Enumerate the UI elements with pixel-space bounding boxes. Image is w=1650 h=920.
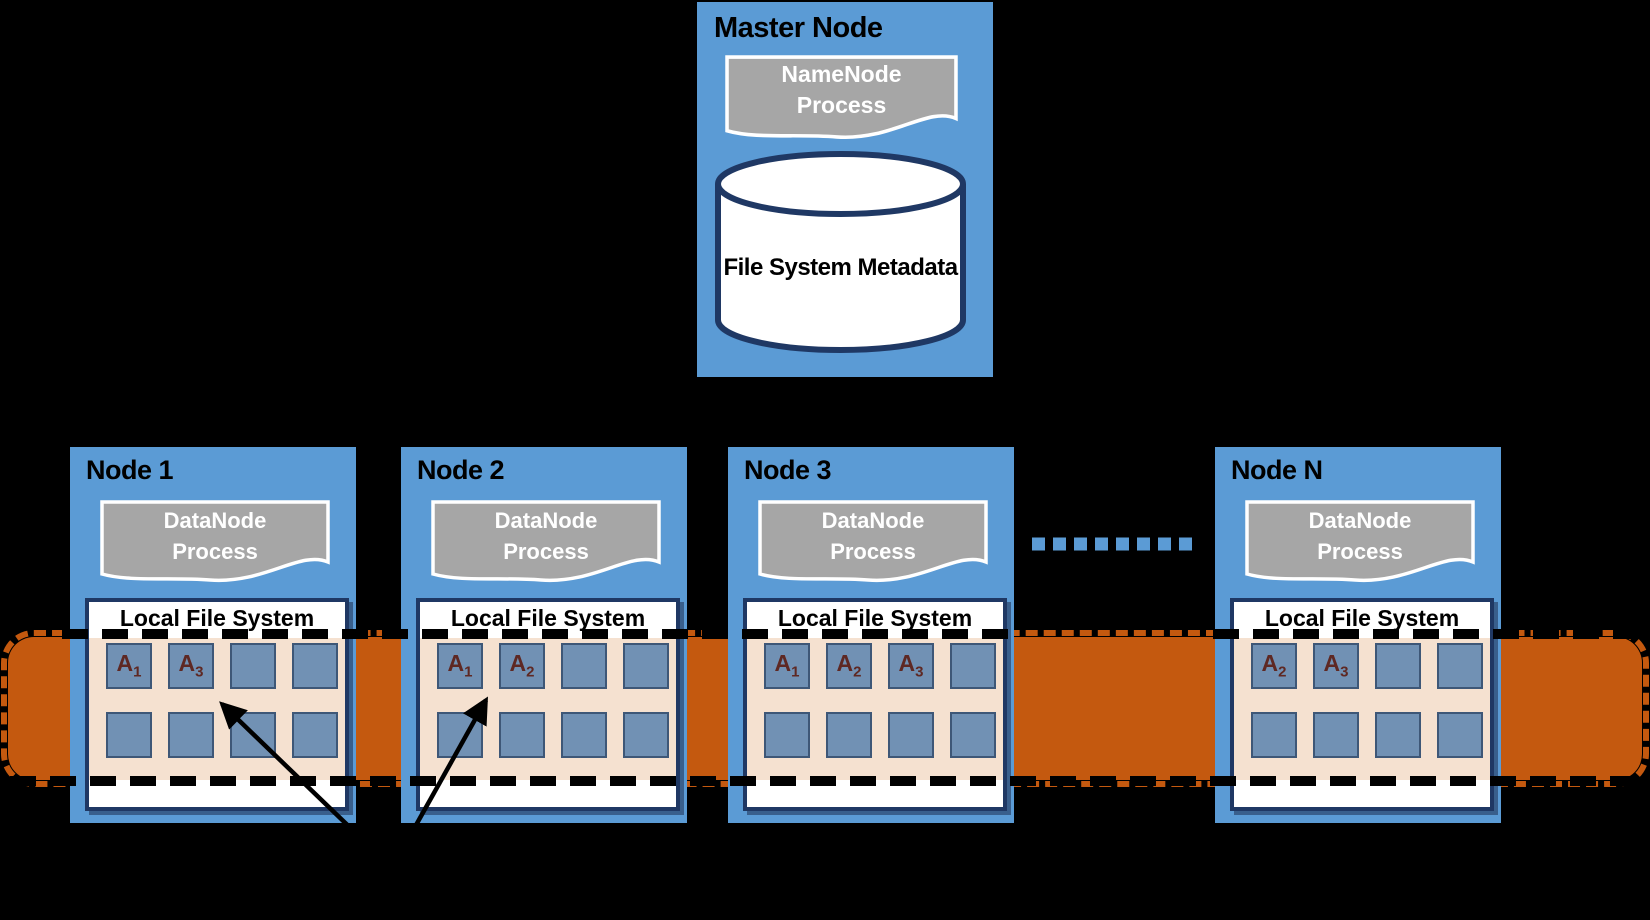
data-block: A3 (888, 643, 934, 689)
node-title: Node 3 (744, 455, 832, 485)
block-label: A1 (774, 650, 800, 681)
worker-node-box-3: Node 3 DataNode Process Local File Syste… (728, 447, 1014, 823)
block-label: A2 (509, 650, 535, 681)
data-block (1375, 712, 1421, 758)
block-label: A3 (1323, 650, 1349, 681)
master-node-title: Master Node (714, 12, 883, 44)
block-label: A2 (836, 650, 862, 681)
block-storage-area: A1 A2 (420, 638, 676, 780)
data-block (168, 712, 214, 758)
local-file-system-label: Local File System (1264, 605, 1460, 631)
data-block (561, 712, 607, 758)
data-block (1251, 712, 1297, 758)
data-block (1375, 643, 1421, 689)
data-block (561, 643, 607, 689)
block-storage-area: A2 A3 (1234, 638, 1490, 780)
data-block (292, 712, 338, 758)
namenode-process-label: NameNode Process (781, 61, 902, 118)
local-file-system-box: Local File System A1 A2 A3 (743, 598, 1007, 811)
data-block (888, 712, 934, 758)
data-block: A2 (826, 643, 872, 689)
node-title: Node 2 (417, 455, 505, 485)
block-label: A1 (447, 650, 473, 681)
file-system-metadata-label: File System Metadata (723, 254, 958, 281)
data-block (1313, 712, 1359, 758)
datanode-process-shape: DataNode Process (100, 500, 330, 584)
data-block (230, 712, 276, 758)
data-block (437, 712, 483, 758)
document-wave-icon (100, 500, 330, 583)
block-label: A2 (1261, 650, 1287, 681)
data-block (292, 643, 338, 689)
worker-node-box-1: Node 1 DataNode Process Local File Syste… (70, 447, 356, 823)
local-file-system-box: Local File System A1 A3 (85, 598, 349, 811)
local-file-system-box: Local File System A1 A2 (416, 598, 680, 811)
data-block (826, 712, 872, 758)
data-block (106, 712, 152, 758)
datanode-process-label: DataNode Process (163, 508, 267, 564)
document-wave-icon (431, 500, 661, 583)
data-block: A1 (106, 643, 152, 689)
data-block (1437, 712, 1483, 758)
data-block: A1 (437, 643, 483, 689)
data-block: A3 (168, 643, 214, 689)
data-block (764, 712, 810, 758)
data-block (1437, 643, 1483, 689)
master-node-box: Master Node NameNode Process File System… (697, 2, 993, 377)
data-block: A3 (1313, 643, 1359, 689)
datanode-process-shape: DataNode Process (431, 500, 661, 584)
block-storage-area: A1 A3 (89, 638, 345, 780)
document-wave-icon (1245, 500, 1475, 583)
data-block (950, 643, 996, 689)
data-block (623, 712, 669, 758)
data-block: A1 (764, 643, 810, 689)
data-block (950, 712, 996, 758)
datanode-process-label: DataNode Process (1308, 508, 1412, 564)
local-file-system-box: Local File System A2 A3 (1230, 598, 1494, 811)
namenode-process-shape: NameNode Process (725, 55, 958, 141)
data-block: A2 (1251, 643, 1297, 689)
datanode-process-label: DataNode Process (821, 508, 925, 564)
worker-node-box-2: Node 2 DataNode Process Local File Syste… (401, 447, 687, 823)
datanode-process-shape: DataNode Process (1245, 500, 1475, 584)
database-cylinder-icon (715, 151, 966, 353)
data-block (230, 643, 276, 689)
data-block: A2 (499, 643, 545, 689)
block-label: A3 (898, 650, 924, 681)
document-wave-icon (758, 500, 988, 583)
node-title: Node N (1231, 455, 1323, 485)
local-file-system-label: Local File System (450, 605, 646, 631)
datanode-process-label: DataNode Process (494, 508, 598, 564)
data-block (623, 643, 669, 689)
file-system-metadata-store: File System Metadata (713, 150, 968, 360)
datanode-process-shape: DataNode Process (758, 500, 988, 584)
local-file-system-label: Local File System (119, 605, 315, 631)
block-label: A3 (178, 650, 204, 681)
node-title: Node 1 (86, 455, 174, 485)
data-block (499, 712, 545, 758)
block-storage-area: A1 A2 A3 (747, 638, 1003, 780)
worker-node-box-4: Node N DataNode Process Local File Syste… (1215, 447, 1501, 823)
document-wave-icon (725, 55, 958, 139)
local-file-system-label: Local File System (777, 605, 973, 631)
block-label: A1 (116, 650, 142, 681)
